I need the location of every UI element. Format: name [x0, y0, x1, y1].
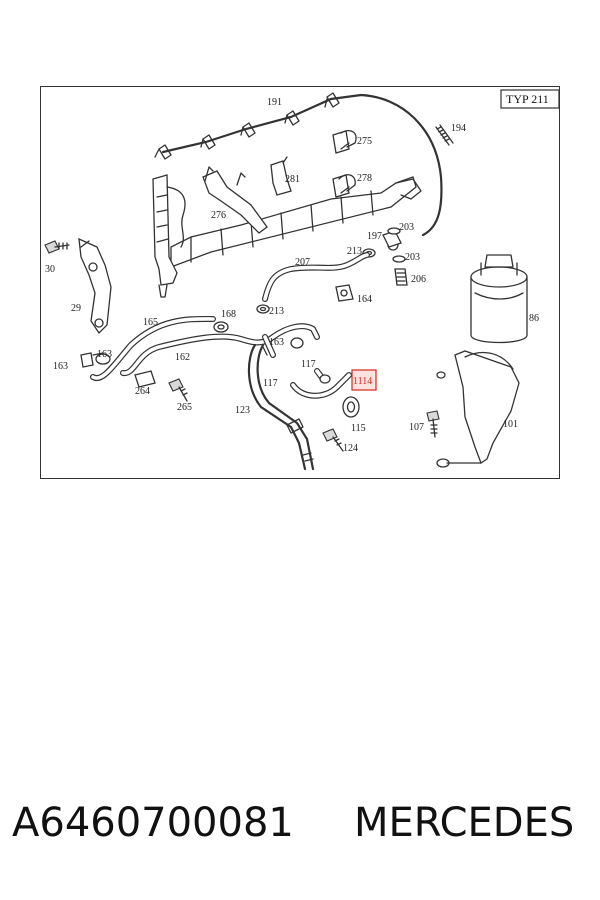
hose-165: [90, 315, 216, 381]
highlight-box: [351, 369, 377, 391]
label-163-left: 163: [53, 361, 68, 372]
label-203-upper: 203: [399, 222, 414, 233]
clip-281: [270, 156, 292, 196]
label-86: 86: [529, 313, 539, 324]
label-194: 194: [451, 123, 466, 134]
clip-163-left: [80, 352, 94, 368]
label-168: 168: [221, 309, 236, 320]
nut-206: [394, 268, 408, 286]
label-207: 207: [295, 257, 310, 268]
label-281: 281: [285, 174, 300, 185]
fuel-rail: [170, 176, 422, 268]
brand-name: MERCEDES: [354, 800, 575, 846]
label-213-lower: 213: [269, 306, 284, 317]
leader-lines: [80, 142, 350, 356]
type-box: [500, 89, 560, 109]
parts-diagram: TYP 211: [40, 86, 560, 479]
clamp-275: [332, 129, 357, 154]
stud-194: [435, 124, 454, 146]
label-165: 165: [143, 317, 158, 328]
label-213-upper: 213: [347, 246, 362, 257]
clamp-278: [332, 174, 356, 198]
exploded-view-drawing: TYP 211: [44, 89, 560, 471]
label-278: 278: [357, 173, 372, 184]
label-197: 197: [367, 231, 382, 242]
label-275: 275: [357, 136, 372, 147]
label-276: 276: [211, 210, 226, 221]
hose-207: [262, 252, 370, 302]
bolt-265: [168, 378, 188, 402]
label-124: 124: [343, 443, 358, 454]
label-29: 29: [71, 303, 81, 314]
bracket-276: [202, 166, 268, 234]
label-1114-highlighted[interactable]: 1114: [353, 376, 372, 387]
label-123: 123: [235, 405, 250, 416]
hose-162: [120, 323, 320, 376]
label-264: 264: [135, 386, 150, 397]
label-163-mid: 163: [97, 349, 112, 360]
line-123: [247, 343, 315, 471]
bracket-101: [436, 350, 520, 468]
label-115: 115: [351, 423, 366, 434]
clip-164: [335, 284, 354, 302]
label-162: 162: [175, 352, 190, 363]
type-label: TYP 211: [506, 92, 549, 106]
clip-264: [134, 370, 156, 388]
label-101: 101: [503, 419, 518, 430]
clamp-168: [213, 321, 229, 333]
label-107: 107: [409, 422, 424, 433]
bolt-30: [44, 240, 70, 254]
bolt-124: [322, 428, 344, 452]
fuel-filter-86: [470, 254, 528, 344]
clip-213-lower: [256, 304, 270, 314]
label-203-lower: 203: [405, 252, 420, 263]
hose-1114: [290, 372, 352, 399]
bolt-107: [426, 410, 440, 438]
fitting-197: [382, 227, 406, 263]
hose-117-a: [262, 334, 276, 358]
clip-163-mid: [95, 353, 111, 365]
label-206: 206: [411, 274, 426, 285]
bracket-29: [78, 237, 112, 335]
label-117-right: 117: [301, 359, 316, 370]
label-163-right: 163: [269, 337, 284, 348]
clip-163-right: [290, 337, 304, 349]
clamp-115: [342, 396, 360, 418]
label-265: 265: [177, 402, 192, 413]
injector: [152, 174, 186, 298]
caption: A6460700081 MERCEDES: [12, 800, 592, 864]
label-164: 164: [357, 294, 372, 305]
part-number: A6460700081: [12, 800, 294, 846]
label-191: 191: [267, 97, 282, 108]
label-30: 30: [45, 264, 55, 275]
return-line-191: [154, 92, 443, 237]
label-117-left: 117: [263, 378, 278, 389]
